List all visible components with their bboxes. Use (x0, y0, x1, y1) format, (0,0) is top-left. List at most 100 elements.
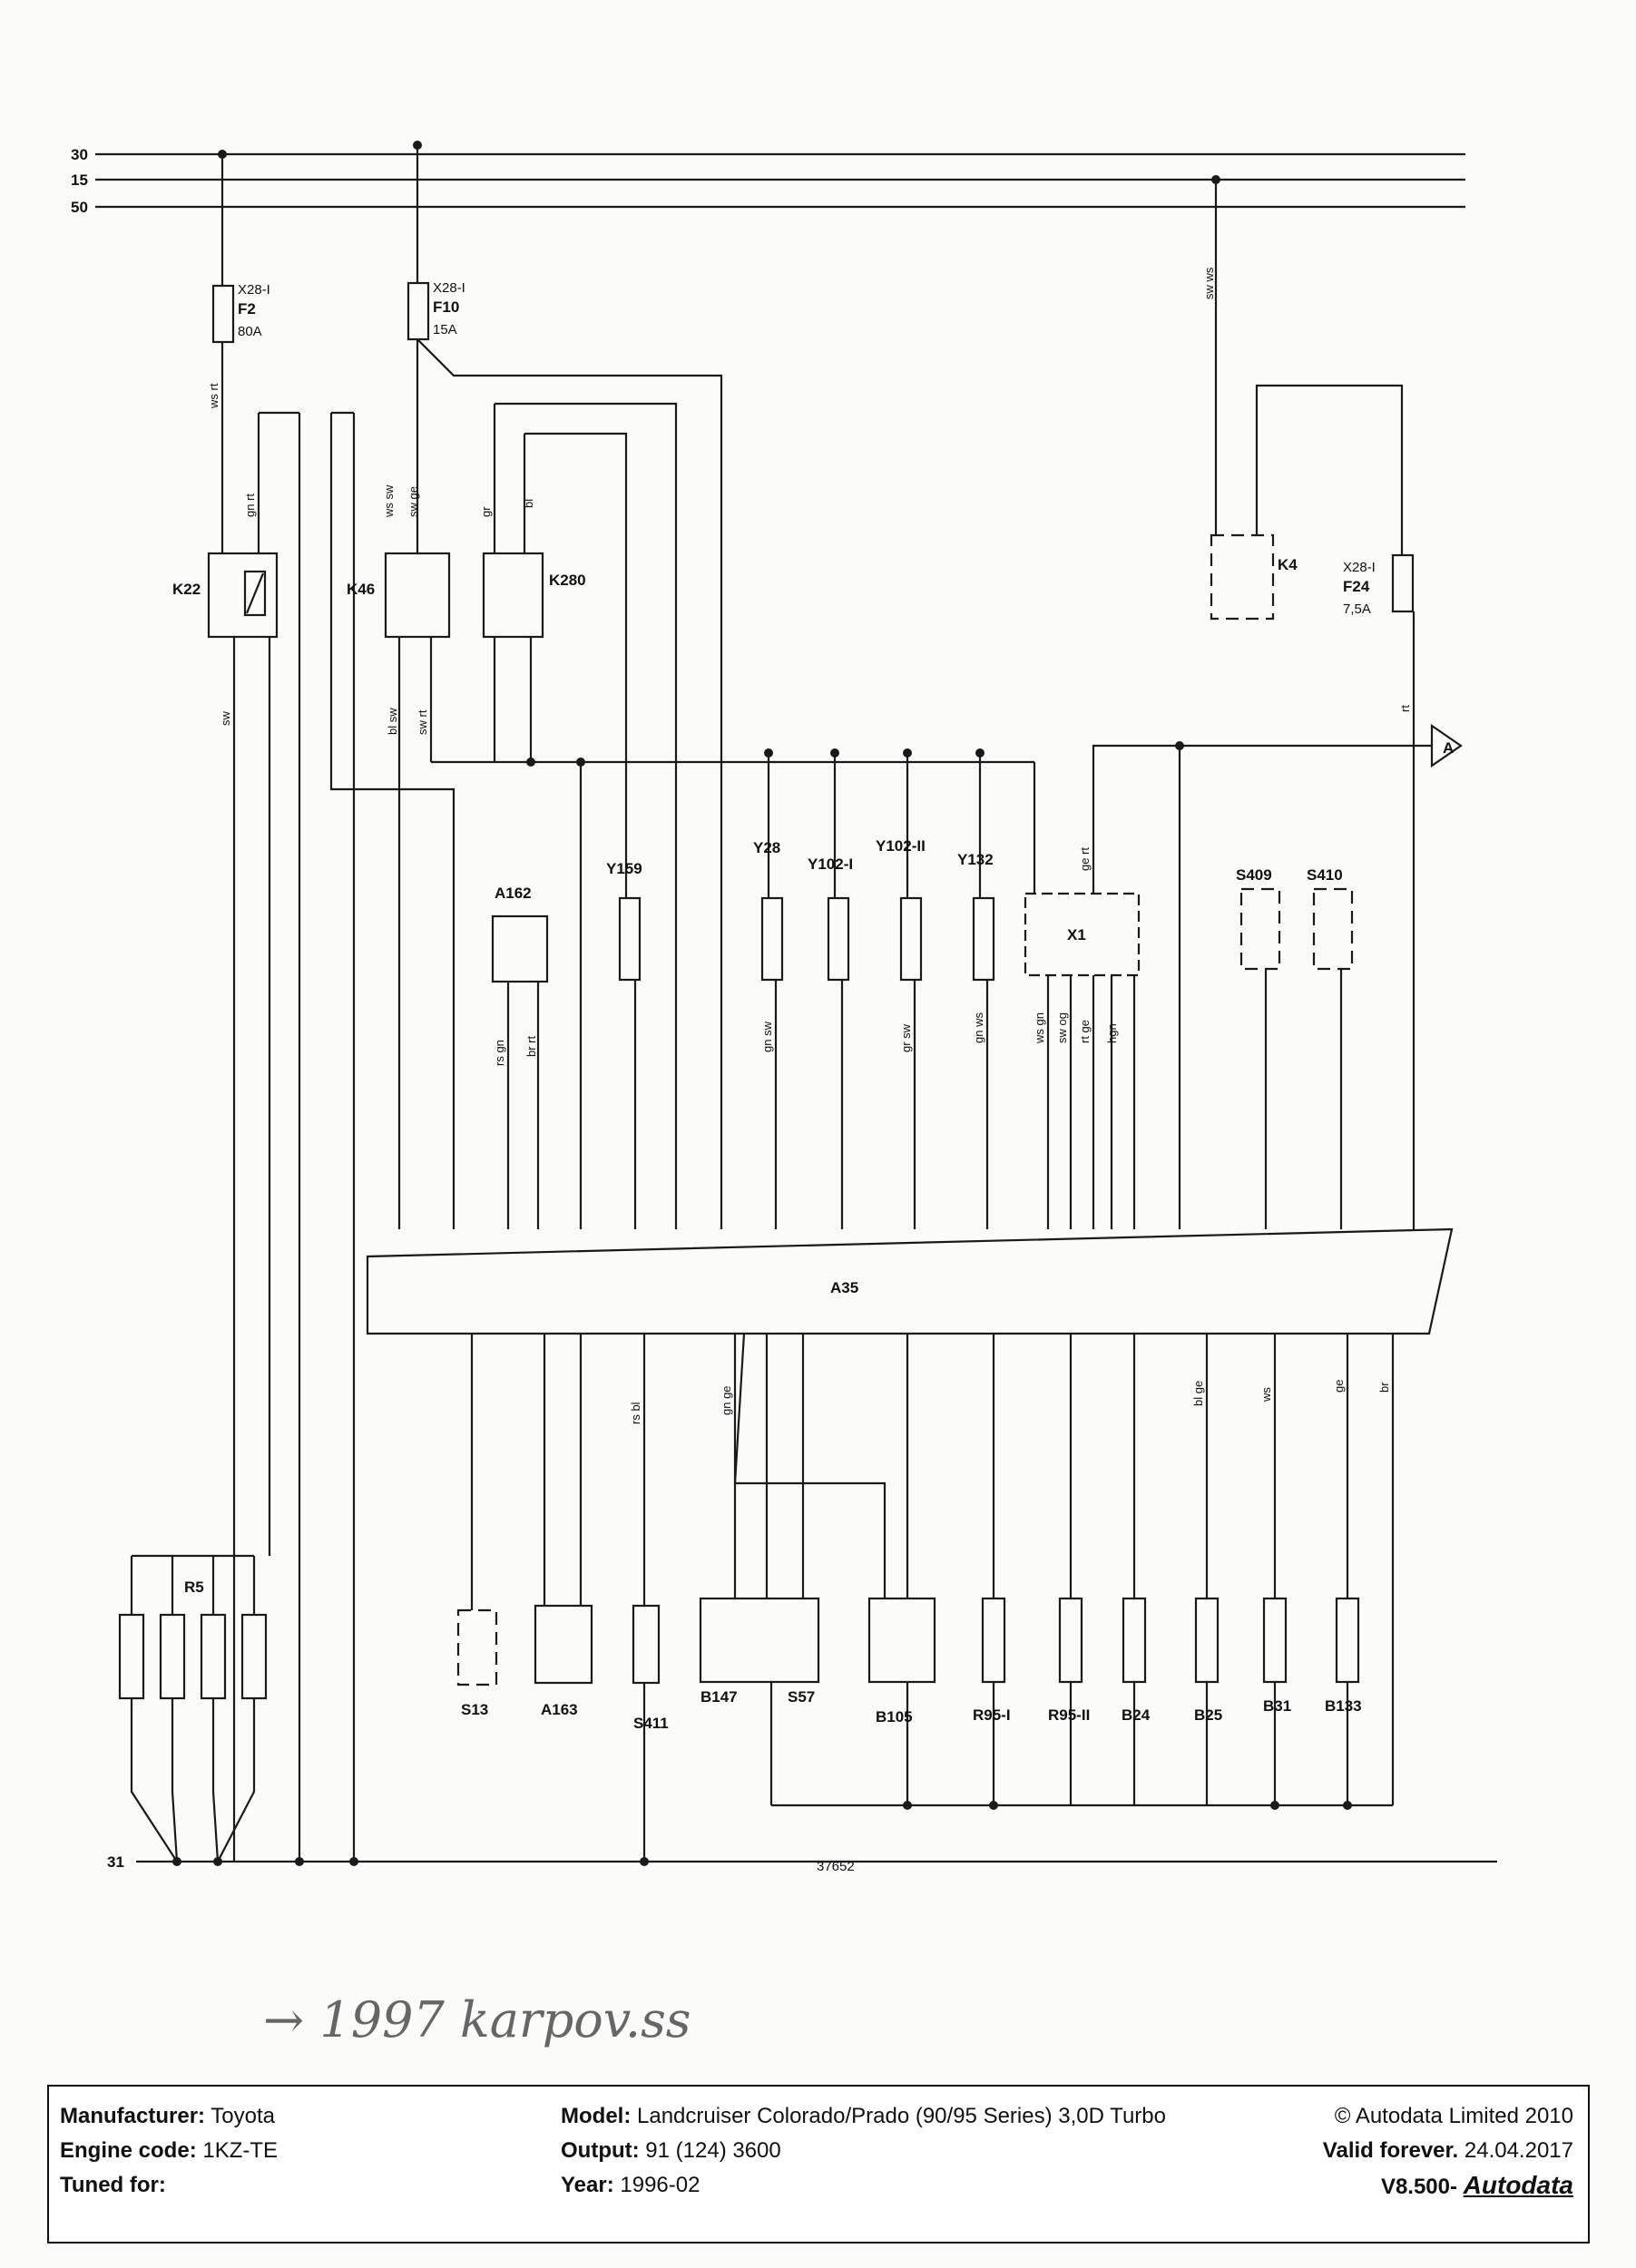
k22-label: K22 (172, 581, 201, 598)
a35-label: A35 (830, 1279, 858, 1296)
k4-label: K4 (1278, 556, 1298, 573)
engine-label: Engine code: (60, 2138, 197, 2163)
wire-gn-ws: gn ws (972, 1012, 985, 1043)
wire-gn-sw: gn sw (760, 1021, 774, 1052)
version: V8.500- (1380, 2175, 1457, 2199)
valid-date: 24.04.2017 (1464, 2138, 1573, 2163)
s57-label: S57 (788, 1688, 815, 1706)
f2-rating: 80A (238, 324, 262, 339)
wire-bl-sw: bl sw (386, 708, 399, 735)
wire-sw-rt: sw rt (416, 709, 429, 735)
y159-label: Y159 (606, 860, 642, 877)
r5-label: R5 (184, 1579, 204, 1596)
b24-label: B24 (1122, 1706, 1151, 1724)
tuned-label: Tuned for: (60, 2173, 166, 2197)
output-label: Output: (561, 2138, 640, 2163)
a162-box (491, 914, 549, 983)
wire-gn-ge: gn ge (720, 1385, 733, 1415)
x1-label: X1 (1067, 926, 1086, 943)
wire-ws-sw: ws sw (382, 484, 396, 518)
y159-body (618, 896, 642, 982)
wire-sw-ws: sw ws (1202, 267, 1216, 299)
k46-label: K46 (347, 581, 375, 598)
drawing-number: 37652 (817, 1859, 855, 1874)
rail-label-30: 30 (71, 146, 88, 163)
f2-label: F2 (238, 300, 256, 318)
relay-k280 (482, 552, 544, 639)
manufacturer-label: Manufacturer: (60, 2104, 206, 2128)
f24-rating: 7,5A (1343, 601, 1371, 617)
valid-label: Valid forever. (1322, 2138, 1459, 2163)
f10-ref: X28-I (433, 280, 465, 296)
wire-sw: sw (219, 711, 232, 727)
a162-label: A162 (495, 885, 532, 902)
b133-label: B133 (1325, 1697, 1362, 1715)
model-label: Model: (561, 2104, 632, 2128)
b25-label: B25 (1194, 1706, 1222, 1724)
engine-value: 1KZ-TE (202, 2138, 279, 2163)
wire-ws-rt: ws rt (207, 383, 220, 409)
wire-rt-ge: rt ge (1078, 1020, 1092, 1043)
b31-label: B31 (1263, 1697, 1291, 1715)
output-value: 91 (124) 3600 (645, 2138, 781, 2163)
wire-hgn: hgn (1105, 1023, 1119, 1043)
fuse-f10 (407, 281, 430, 341)
y102ii-label: Y102-II (876, 837, 926, 855)
s411-label: S411 (633, 1715, 669, 1732)
k280-label: K280 (549, 572, 586, 589)
r95ii-label: R95-II (1048, 1706, 1090, 1724)
fuse-f2 (211, 284, 235, 344)
rail-label-15: 15 (71, 171, 88, 189)
wire-rs-bl: rs bl (629, 1402, 642, 1424)
wire-ge-rt: ge rt (1078, 847, 1092, 871)
fuse-f24 (1391, 553, 1415, 613)
wire-gn-rt: gn rt (243, 494, 257, 517)
wire-rt: rt (1398, 705, 1412, 712)
connector-a-label: A (1443, 739, 1454, 757)
brand-logo: Autodata (1463, 2171, 1573, 2199)
model-value: Landcruiser Colorado/Prado (90/95 Series… (637, 2104, 1166, 2128)
f10-label: F10 (433, 298, 459, 316)
copyright: © Autodata Limited 2010 (1334, 2104, 1573, 2128)
ecu-a35-box (366, 1227, 1454, 1335)
b147-label: B147 (700, 1688, 738, 1706)
wire-gr-sw: gr sw (899, 1023, 913, 1052)
manufacturer-value: Toyota (211, 2104, 275, 2128)
wire-gr: gr (479, 506, 493, 517)
b147-box (699, 1597, 820, 1684)
f24-ref: X28-I (1343, 560, 1376, 575)
rail-label-50: 50 (71, 199, 88, 216)
y132-label: Y132 (957, 851, 994, 868)
s13-label: S13 (461, 1701, 488, 1718)
wire-ws-gn: ws gn (1033, 1012, 1046, 1044)
wire-sw-og: sw og (1055, 1012, 1069, 1043)
relay-k4 (1210, 533, 1275, 621)
handwritten-note: → 1997 karpov.ss (263, 1991, 691, 2048)
f2-ref: X28-I (238, 282, 270, 298)
f24-label: F24 (1343, 578, 1370, 595)
a163-label: A163 (541, 1701, 578, 1718)
title-block: Manufacturer: Toyota Engine code: 1KZ-TE… (47, 2085, 1590, 2244)
wire-br-rt: br rt (524, 1036, 538, 1058)
wire-bl-ge: bl ge (1191, 1381, 1205, 1406)
year-label: Year: (561, 2173, 614, 2197)
relay-k22 (207, 552, 279, 639)
wire-bl: bl (522, 499, 535, 508)
b105-label: B105 (876, 1708, 913, 1725)
f10-rating: 15A (433, 322, 457, 337)
rail-label-31: 31 (107, 1853, 124, 1871)
relay-k46 (384, 552, 451, 639)
s410-label: S410 (1307, 866, 1343, 884)
wire-ws: ws (1259, 1387, 1273, 1403)
s409-label: S409 (1236, 866, 1272, 884)
wire-ge: ge (1332, 1380, 1346, 1393)
wire-br: br (1377, 1382, 1391, 1393)
y102i-label: Y102-I (808, 855, 853, 873)
r95i-label: R95-I (973, 1706, 1011, 1724)
wire-sw-ge: sw ge (407, 486, 420, 517)
y28-label: Y28 (753, 839, 780, 856)
x1-box (1024, 892, 1141, 977)
year-value: 1996-02 (620, 2173, 700, 2197)
wire-rs-gn: rs gn (493, 1040, 506, 1066)
